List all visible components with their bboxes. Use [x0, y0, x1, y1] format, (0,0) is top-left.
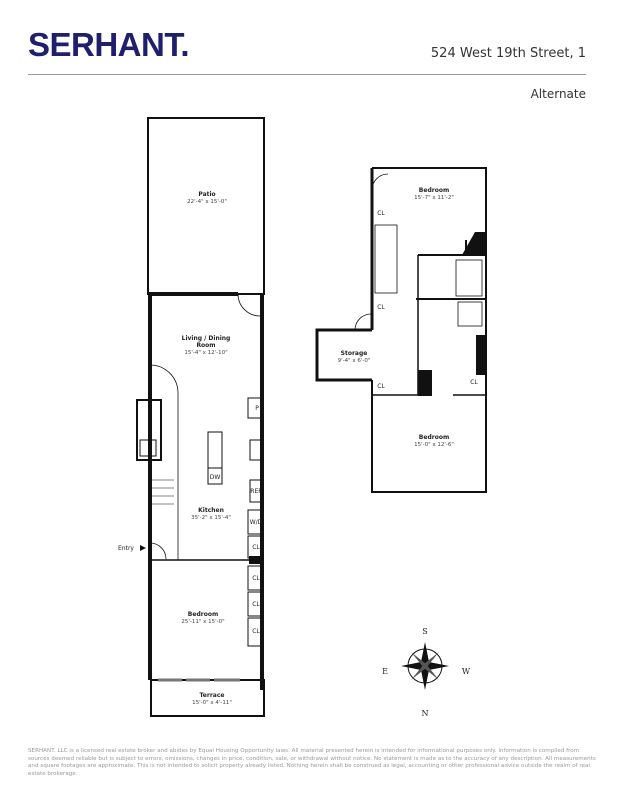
- dishwasher-label: DW: [210, 474, 221, 481]
- room-dims-patio: 22'-4" x 15'-0": [187, 199, 227, 205]
- room-name-living: Living / Dining: [182, 335, 231, 342]
- room-name-lower-bedroom: Bedroom: [419, 434, 449, 441]
- room-dims-terrace: 15'-0" x 4'-11": [192, 700, 232, 706]
- room-name-bedroom: Bedroom: [188, 611, 218, 618]
- closet-label: CL: [377, 304, 385, 311]
- compass-west: W: [462, 667, 471, 676]
- closet-label: CL: [252, 575, 260, 582]
- closet-label: CL: [377, 383, 385, 390]
- serhant-logo: SERHANT.: [28, 26, 190, 63]
- room-dims-living: 15'-4" x 12'-10": [184, 350, 227, 356]
- upper-bedroom-outline: [372, 167, 487, 256]
- room-name-terrace: Terrace: [200, 692, 225, 699]
- room-dims-storage: 9'-4" x 6'-0": [338, 358, 371, 364]
- room-dims-upper-bedroom: 15'-7" x 11'-2": [414, 195, 454, 201]
- compass-south: S: [422, 627, 427, 636]
- fridge-label: REF: [250, 488, 262, 495]
- entry-label: Entry: [118, 545, 134, 552]
- room-name-storage: Storage: [341, 350, 368, 357]
- room-name-patio: Patio: [198, 191, 215, 198]
- floorplan-variant: Alternate: [530, 87, 586, 101]
- compass-east: E: [382, 667, 388, 676]
- entry-arrow-icon: [140, 545, 146, 551]
- room-dims-bedroom: 25'-11" x 15'-0": [181, 619, 224, 625]
- room-name-living-2: Room: [196, 342, 215, 349]
- legal-disclaimer: SERHANT. LLC is a licensed real estate b…: [28, 748, 596, 777]
- compass-rose-icon: S N E W: [382, 627, 471, 718]
- washer-dryer-label: W/D: [250, 519, 263, 526]
- living-wall: [148, 292, 238, 560]
- room-dims-lower-bedroom: 15'-0" x 12'-6": [414, 442, 454, 448]
- header-divider: [28, 74, 586, 75]
- room-dims-kitchen: 35'-2" x 15'-4": [191, 515, 231, 521]
- patio-outline: [147, 117, 265, 295]
- compass-north: N: [422, 709, 429, 718]
- storage-outline: [315, 328, 372, 382]
- closet-label: CL: [252, 601, 260, 608]
- closet-label: CL: [377, 210, 385, 217]
- closet-label: CL: [470, 379, 478, 386]
- closet-label: CL: [252, 628, 260, 635]
- property-address: 524 West 19th Street, 1: [430, 46, 586, 61]
- room-name-kitchen: Kitchen: [198, 507, 224, 514]
- pantry-label: P: [255, 405, 259, 412]
- room-name-upper-bedroom: Bedroom: [419, 187, 449, 194]
- closet-label: CL: [252, 544, 260, 551]
